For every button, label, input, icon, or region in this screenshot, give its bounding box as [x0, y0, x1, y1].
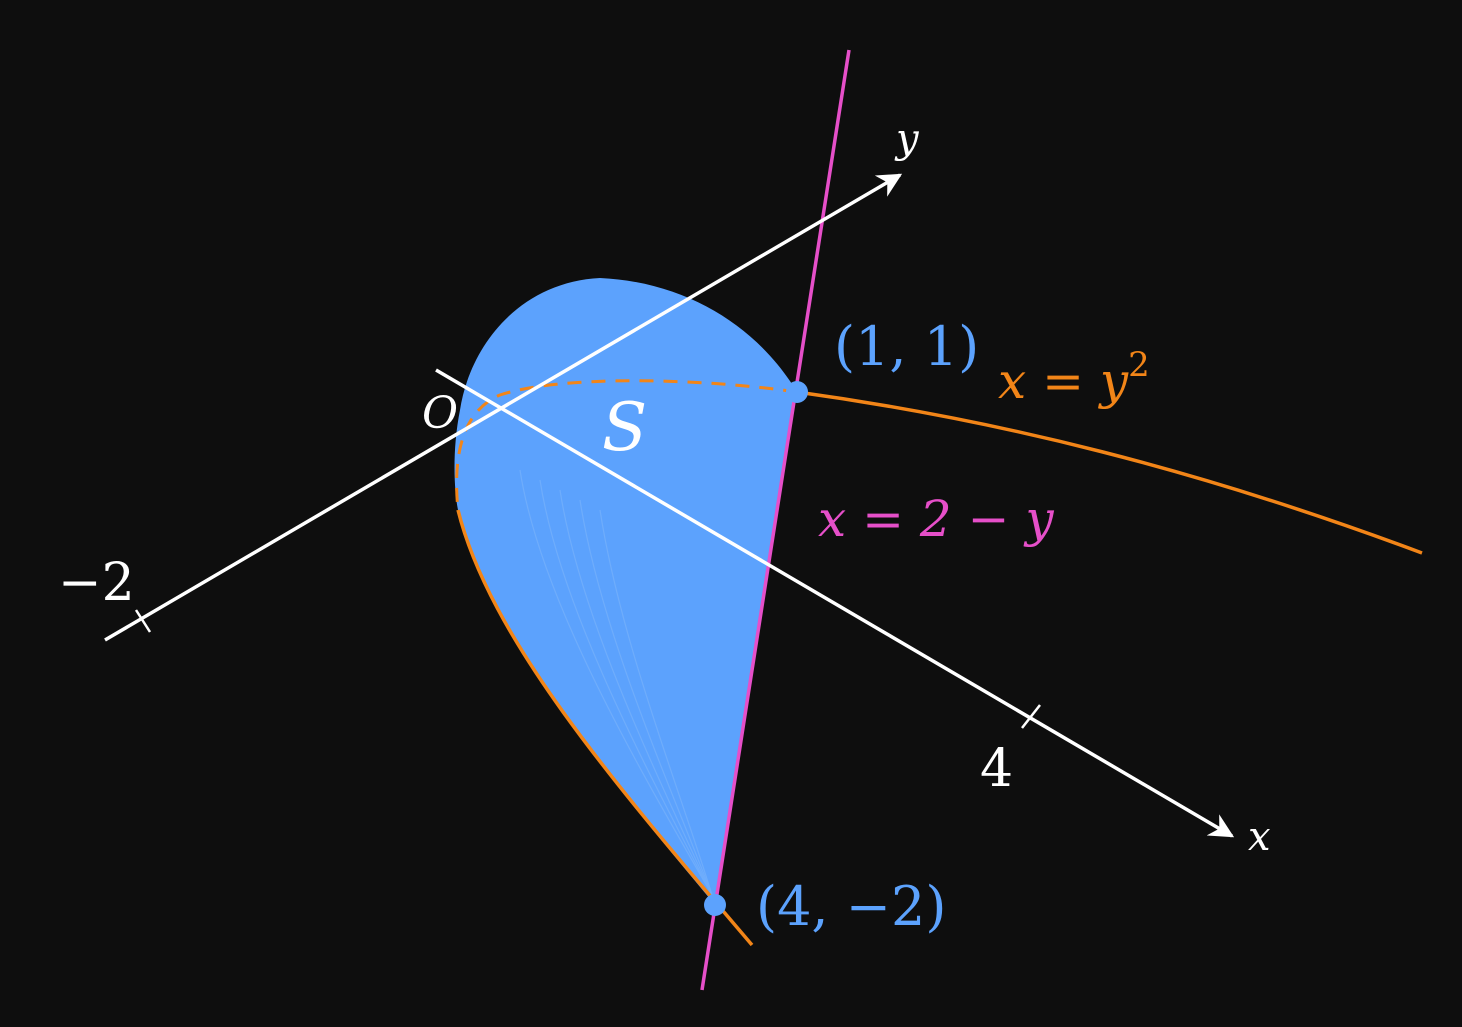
- parabola-equation-exponent: 2: [1128, 345, 1150, 385]
- region-label: S: [602, 389, 647, 466]
- origin-label: O: [422, 388, 458, 439]
- x-axis-tick-4: [1021, 704, 1041, 729]
- point-1-1: [786, 381, 808, 403]
- parabola-equation-base: x = y: [998, 352, 1129, 410]
- y-axis-label: y: [894, 116, 920, 162]
- x-axis-label: x: [1248, 814, 1271, 860]
- parabola-lower-branch: [456, 509, 754, 947]
- line-x-equals-2-minus-y: [700, 49, 851, 991]
- point-4-minus-2: [704, 894, 726, 916]
- region-shading: [519, 469, 713, 896]
- x-tick-label: 4: [980, 739, 1013, 799]
- y-axis-tick-minus-2: [134, 609, 152, 633]
- x-axis: [435, 368, 1235, 838]
- point-1-1-label: (1, 1): [834, 315, 979, 378]
- parabola-upper-branch: [796, 390, 1423, 555]
- parabola-equation: x = y2: [998, 345, 1150, 410]
- region-s: [454, 278, 797, 905]
- point-4-minus-2-label: (4, −2): [756, 875, 946, 938]
- y-axis: [104, 173, 903, 642]
- line-equation: x = 2 − y: [818, 490, 1054, 548]
- y-tick-label: −2: [58, 553, 135, 613]
- parabola-hidden-dashed: [455, 379, 798, 511]
